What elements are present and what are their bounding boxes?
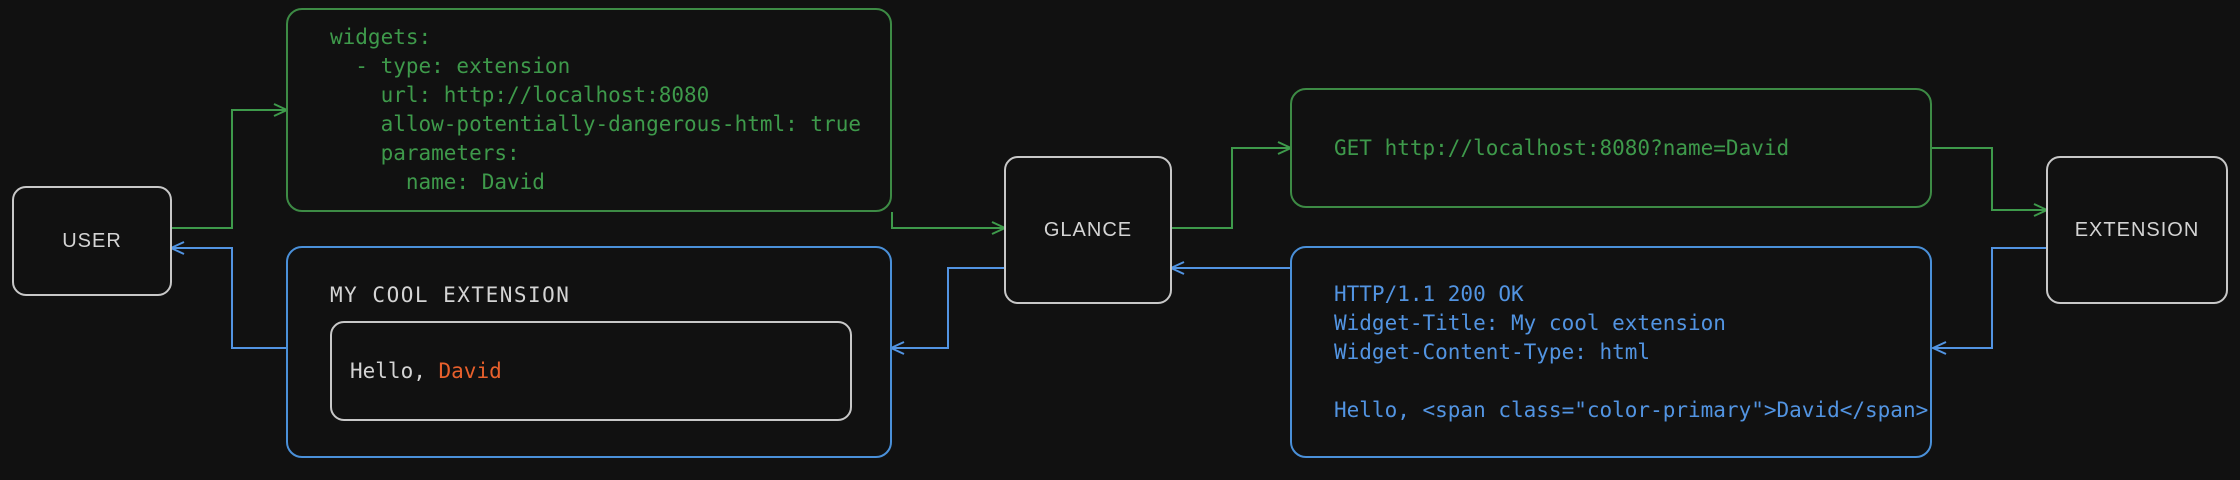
- http-response-text: HTTP/1.1 200 OK Widget-Title: My cool ex…: [1334, 281, 1929, 422]
- http-response-box: HTTP/1.1 200 OK Widget-Title: My cool ex…: [1290, 246, 1932, 458]
- edge-config-to-glance: [891, 212, 1004, 228]
- widget-greeting-name: David: [438, 359, 502, 383]
- config-yaml-text: widgets: - type: extension url: http://l…: [330, 25, 862, 194]
- edge-extension-to-response: [1934, 247, 2046, 348]
- edge-glance-to-widget: [892, 267, 1004, 348]
- http-request-box: GET http://localhost:8080?name=David: [1290, 88, 1932, 208]
- widget-preview-box: MY COOL EXTENSION Hello, David: [286, 246, 892, 458]
- node-user-label: USER: [62, 229, 122, 252]
- widget-greeting: Hello, David: [350, 359, 502, 383]
- widget-preview-title: MY COOL EXTENSION: [330, 283, 571, 307]
- node-glance[interactable]: GLANCE: [1004, 156, 1172, 304]
- edge-user-to-config: [170, 110, 286, 229]
- node-glance-label: GLANCE: [1043, 218, 1133, 241]
- node-extension-label: EXTENSION: [2074, 218, 2200, 241]
- edge-widget-to-user: [172, 248, 286, 349]
- node-user[interactable]: USER: [12, 186, 172, 296]
- config-yaml-box: widgets: - type: extension url: http://l…: [286, 8, 892, 212]
- http-request-text: GET http://localhost:8080?name=David: [1334, 135, 1790, 160]
- edge-request-to-extension: [1932, 147, 2046, 210]
- widget-greeting-prefix: Hello,: [350, 359, 439, 383]
- node-extension[interactable]: EXTENSION: [2046, 156, 2228, 304]
- widget-preview-content: Hello, David: [330, 321, 852, 421]
- edge-glance-to-request: [1172, 148, 1290, 229]
